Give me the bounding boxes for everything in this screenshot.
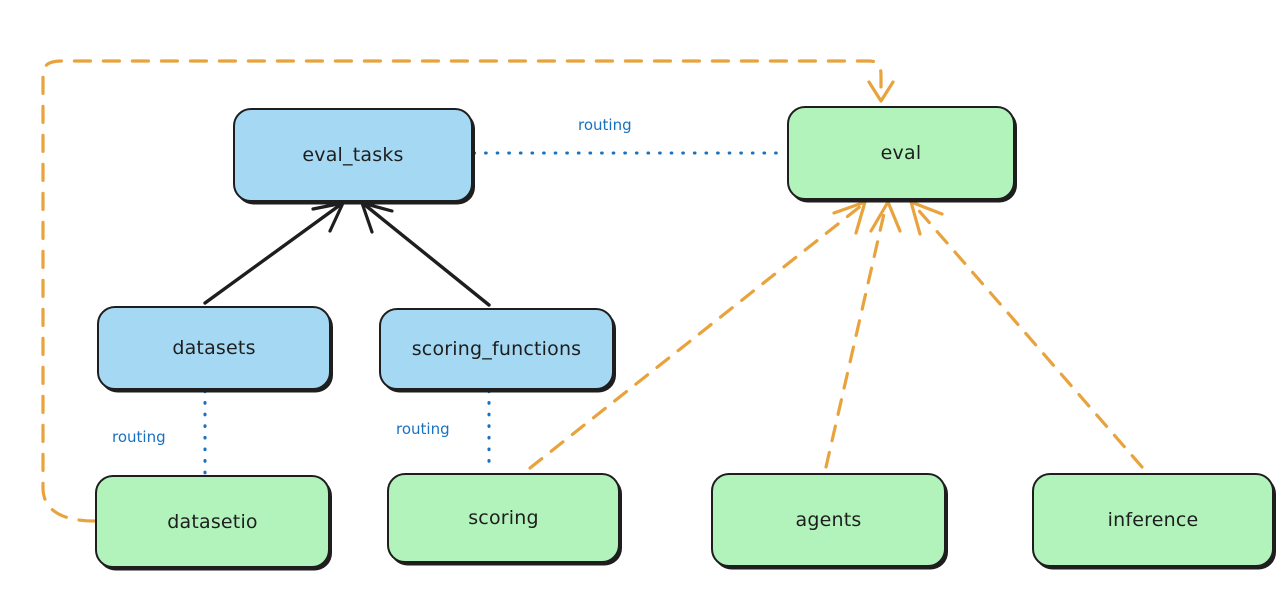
node-label-eval: eval	[880, 142, 922, 164]
node-label-scoring_functions: scoring_functions	[411, 338, 582, 360]
node-eval_tasks[interactable]: eval_tasks	[233, 108, 473, 202]
edge-agents-to-eval	[824, 200, 902, 469]
edge-datasetio-to-eval	[41, 59, 895, 523]
node-scoring[interactable]: scoring	[387, 473, 620, 563]
edge-label-routing-eval_tasks-eval: routing	[578, 116, 632, 134]
node-datasets[interactable]: datasets	[97, 306, 331, 390]
node-label-scoring: scoring	[468, 507, 539, 529]
edge-label-routing-datasets-datasetio: routing	[112, 428, 166, 446]
edge-inference-to-eval	[909, 200, 1144, 469]
edge-label-routing-scoring_fn-scoring: routing	[396, 420, 450, 438]
node-scoring_functions[interactable]: scoring_functions	[379, 308, 614, 390]
node-label-eval_tasks: eval_tasks	[302, 144, 404, 166]
node-inference[interactable]: inference	[1032, 473, 1274, 567]
node-agents[interactable]: agents	[711, 473, 946, 567]
edge-scoring_functions-to-eval_tasks	[360, 201, 491, 307]
edge-scoring-to-eval	[528, 200, 867, 470]
node-label-datasets: datasets	[172, 337, 256, 359]
node-label-datasetio: datasetio	[167, 510, 258, 533]
node-label-agents: agents	[795, 509, 862, 531]
edge-datasets-to-eval_tasks	[203, 201, 345, 305]
node-datasetio[interactable]: datasetio	[95, 475, 330, 568]
node-eval[interactable]: eval	[787, 106, 1015, 200]
node-label-inference: inference	[1107, 509, 1199, 531]
